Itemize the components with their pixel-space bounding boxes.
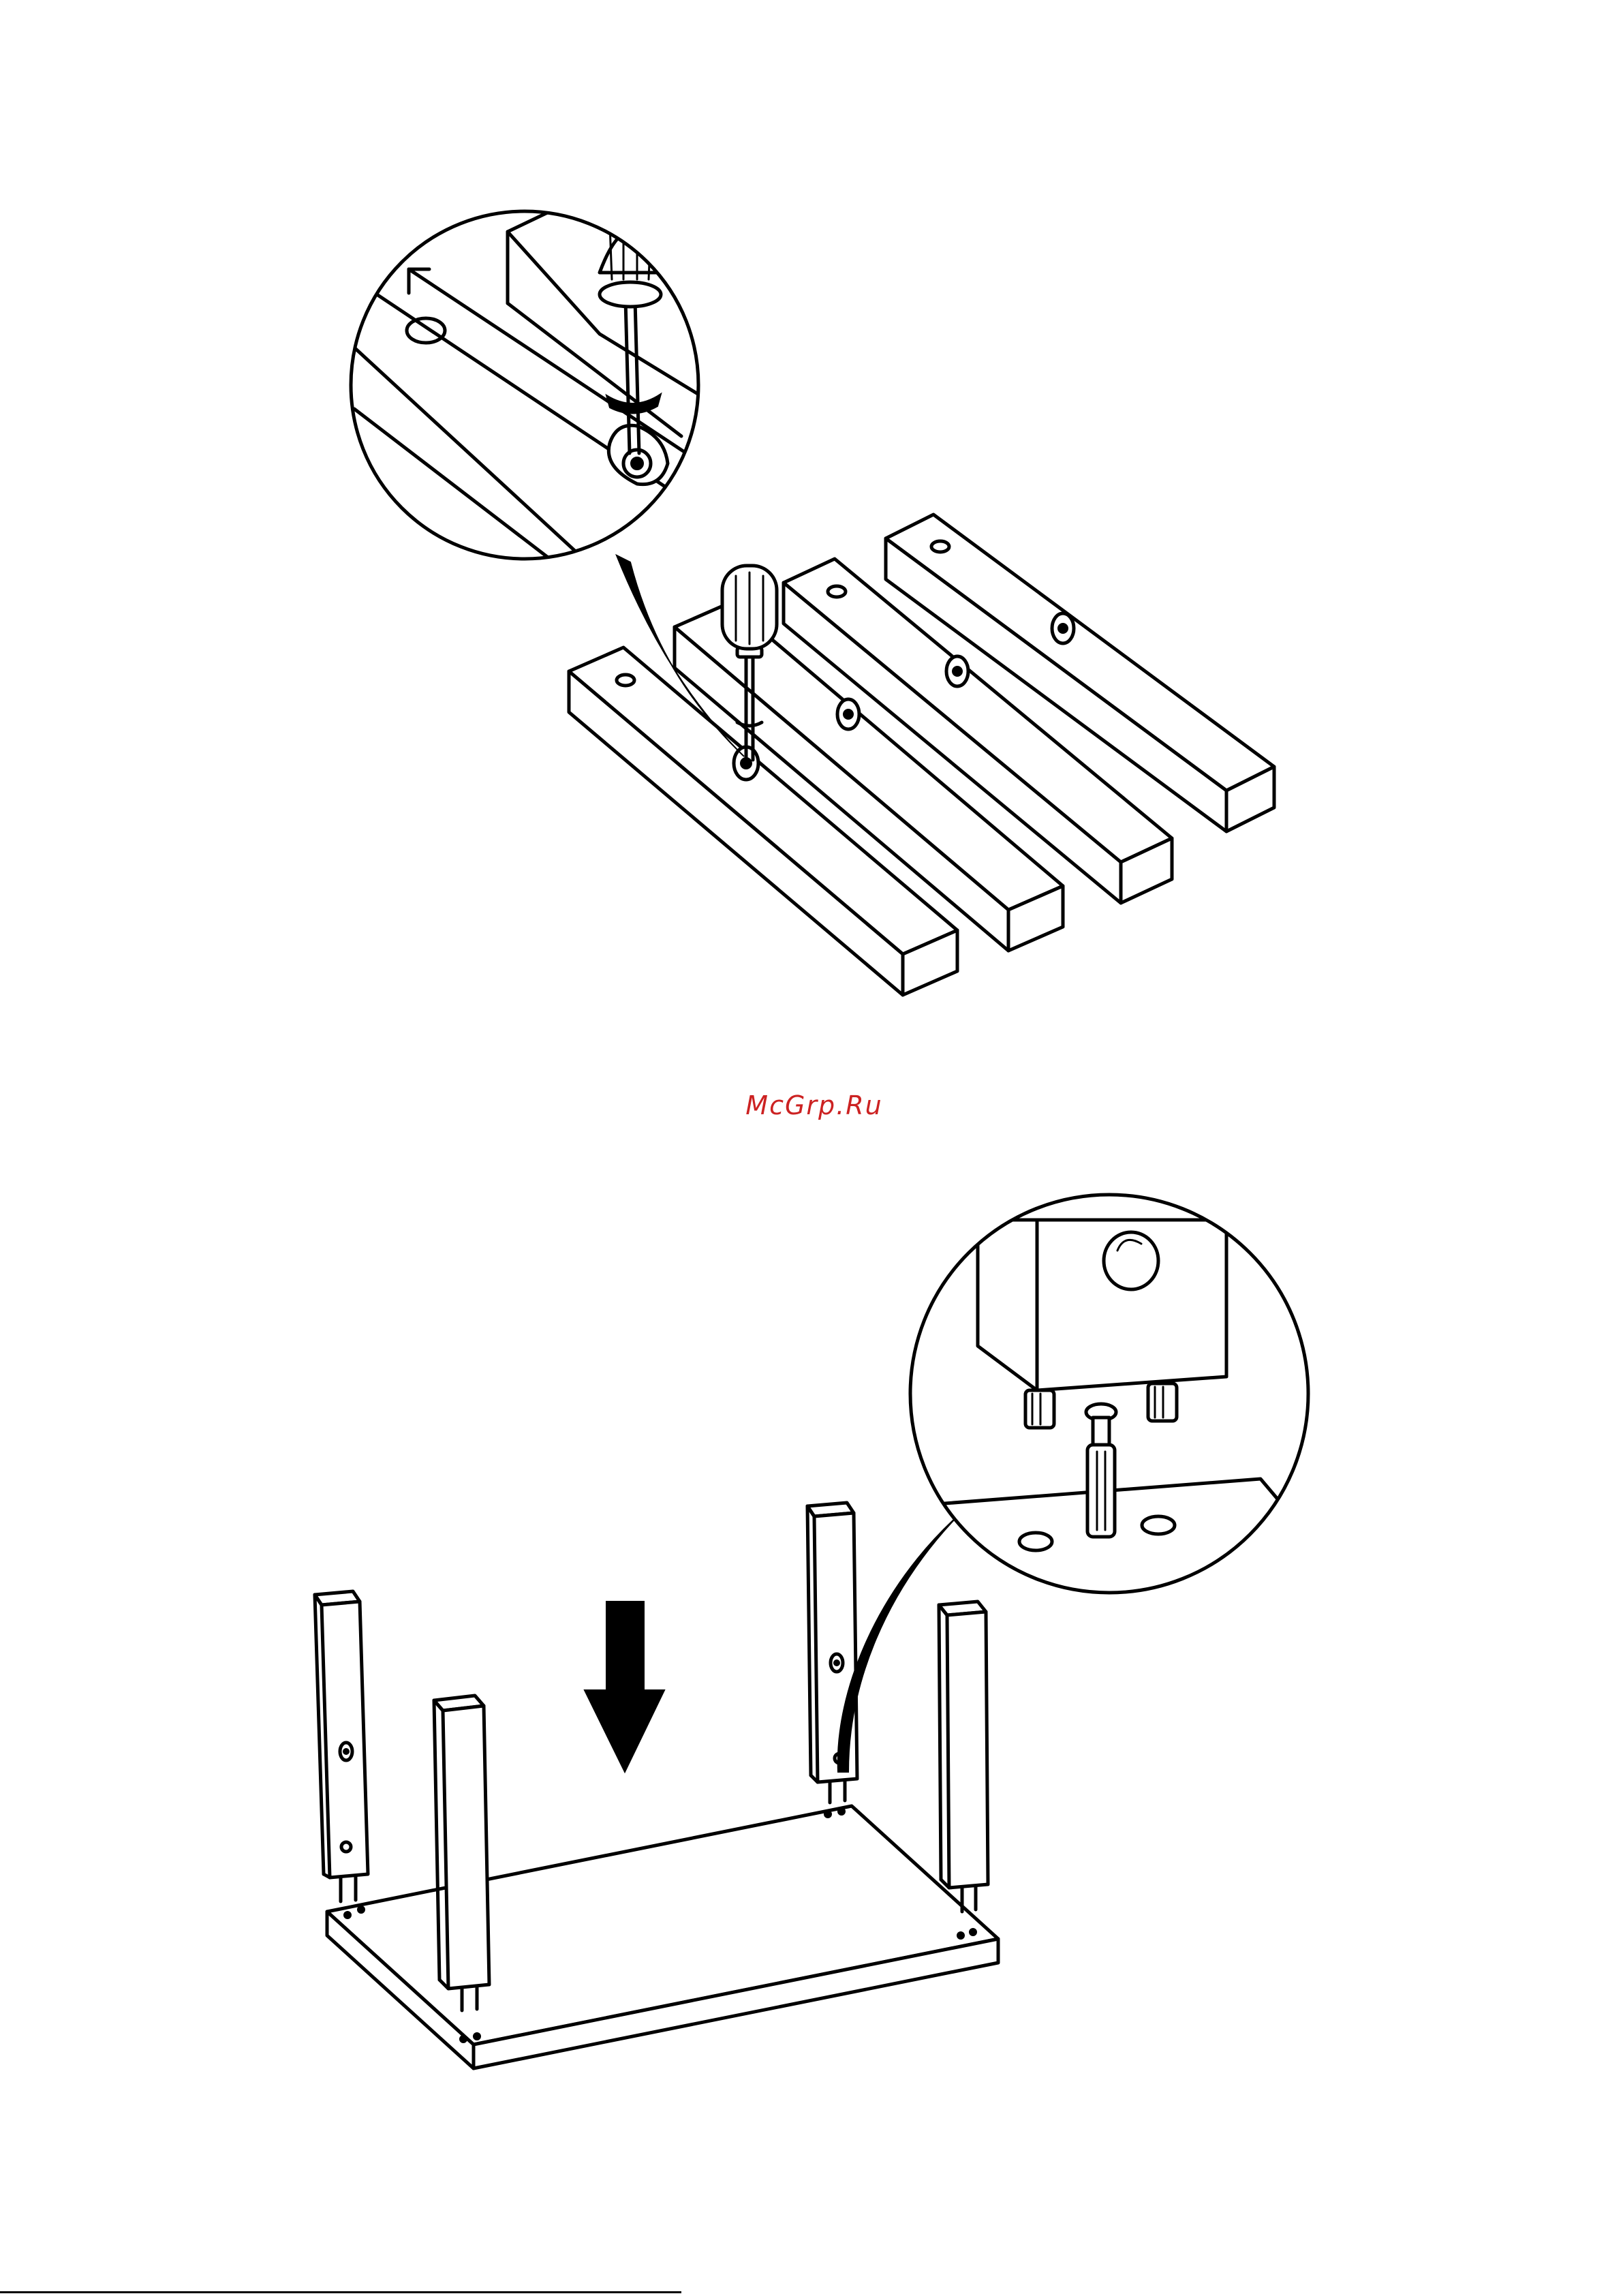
cam-lock-icon [831,1654,843,1672]
leg-back-inner [807,1503,857,1803]
detail-magnifier [910,1195,1335,1636]
footer-rule [0,2291,681,2293]
down-arrow-icon [585,1602,664,1772]
table-panel [327,1806,998,2068]
cam-lock-icon [340,1743,352,1760]
leg-back-outer [939,1602,988,1912]
leg-front-left [315,1591,368,1901]
